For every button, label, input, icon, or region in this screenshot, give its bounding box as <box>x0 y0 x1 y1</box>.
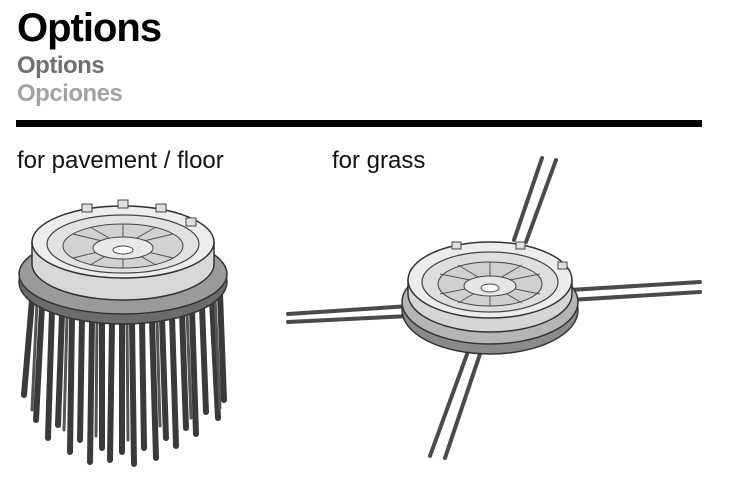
section-divider <box>16 120 702 127</box>
page-title-spanish: Opciones <box>17 80 123 107</box>
brush-head-illustration <box>18 199 228 467</box>
trimmer-head-illustration <box>286 156 702 460</box>
page-title-french: Options <box>17 52 105 79</box>
option-caption-pavement: for pavement / floor <box>17 147 224 174</box>
option-caption-grass: for grass <box>332 147 426 174</box>
page-title: Options <box>17 6 162 50</box>
